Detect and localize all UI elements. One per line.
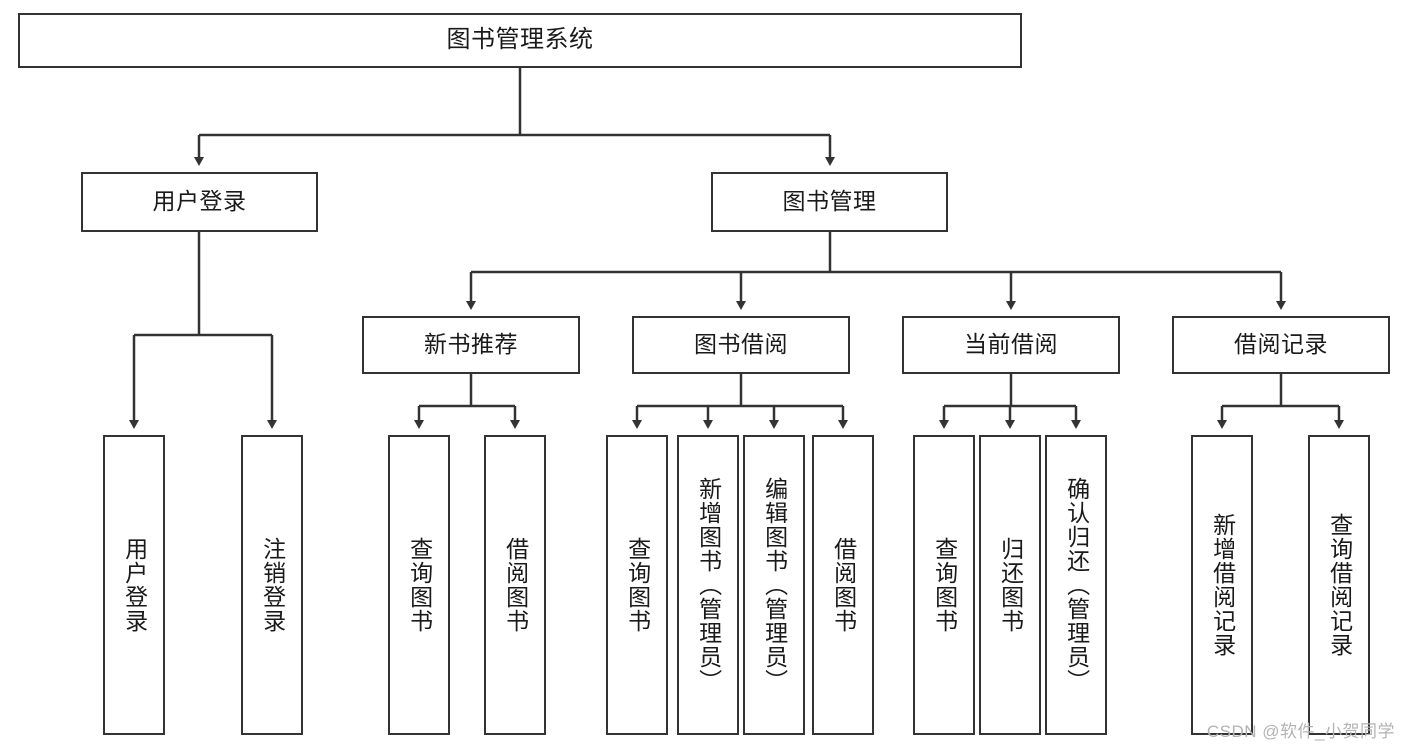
node-user-login-label: 用户登录	[152, 188, 247, 215]
node-leaf-borrow-book-recommend-label: 借阅图书	[502, 537, 529, 633]
node-leaf-confirm-return-label: 确认归还（管理员）	[1063, 477, 1090, 693]
node-borrow-record[interactable]: 借阅记录	[1172, 316, 1390, 374]
node-leaf-logout[interactable]: 注销登录	[241, 435, 303, 735]
node-leaf-query-book-borrow[interactable]: 查询图书	[606, 435, 668, 735]
node-leaf-confirm-return[interactable]: 确认归还（管理员）	[1045, 435, 1107, 735]
watermark-text: CSDN @软件_小贺同学	[1206, 722, 1395, 741]
node-leaf-borrow-book[interactable]: 借阅图书	[812, 435, 874, 735]
node-leaf-add-borrow-record-label: 新增借阅记录	[1209, 513, 1236, 657]
node-book-borrow-label: 图书借阅	[694, 331, 788, 358]
node-book-borrow[interactable]: 图书借阅	[632, 316, 850, 374]
node-leaf-edit-book-label: 编辑图书（管理员）	[761, 477, 788, 693]
node-leaf-add-book[interactable]: 新增图书（管理员）	[677, 435, 739, 735]
node-root-label: 图书管理系统	[446, 26, 594, 54]
node-borrow-record-label: 借阅记录	[1234, 331, 1328, 358]
node-current-borrow-label: 当前借阅	[964, 331, 1058, 358]
node-leaf-logout-label: 注销登录	[259, 537, 286, 633]
node-user-login[interactable]: 用户登录	[81, 172, 318, 232]
node-leaf-query-book-current-label: 查询图书	[931, 537, 958, 633]
node-book-management-label: 图书管理	[782, 188, 877, 215]
node-leaf-query-book-borrow-label: 查询图书	[624, 537, 651, 633]
node-leaf-query-borrow-record[interactable]: 查询借阅记录	[1308, 435, 1370, 735]
node-current-borrow[interactable]: 当前借阅	[902, 316, 1120, 374]
node-leaf-borrow-book-label: 借阅图书	[830, 537, 857, 633]
node-leaf-return-book-label: 归还图书	[997, 537, 1024, 633]
node-root[interactable]: 图书管理系统	[18, 13, 1022, 68]
node-leaf-edit-book[interactable]: 编辑图书（管理员）	[743, 435, 805, 735]
node-leaf-return-book[interactable]: 归还图书	[979, 435, 1041, 735]
node-leaf-query-book-recommend-label: 查询图书	[406, 537, 433, 633]
node-new-book-recommend[interactable]: 新书推荐	[362, 316, 580, 374]
node-new-book-recommend-label: 新书推荐	[424, 331, 518, 358]
node-leaf-add-borrow-record[interactable]: 新增借阅记录	[1191, 435, 1253, 735]
node-leaf-query-book-current[interactable]: 查询图书	[913, 435, 975, 735]
node-leaf-borrow-book-recommend[interactable]: 借阅图书	[484, 435, 546, 735]
node-leaf-add-book-label: 新增图书（管理员）	[695, 477, 722, 693]
node-leaf-user-login-label: 用户登录	[121, 537, 148, 633]
node-leaf-query-book-recommend[interactable]: 查询图书	[388, 435, 450, 735]
node-leaf-query-borrow-record-label: 查询借阅记录	[1326, 513, 1353, 657]
node-book-management[interactable]: 图书管理	[711, 172, 948, 232]
node-leaf-user-login[interactable]: 用户登录	[103, 435, 165, 735]
